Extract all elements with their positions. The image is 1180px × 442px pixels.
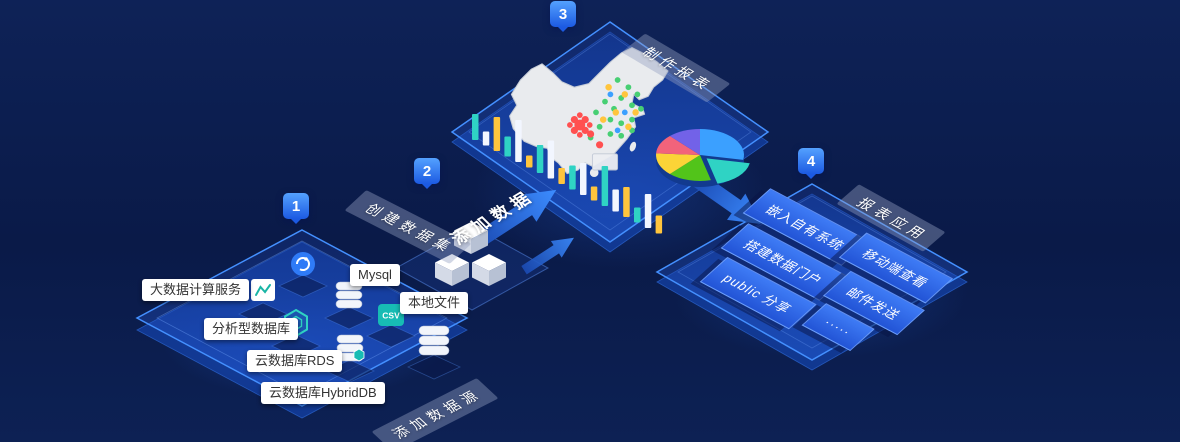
cube: [435, 254, 469, 286]
pie-slice: [656, 136, 700, 155]
flow-arrow-2-3: [471, 189, 557, 249]
dataset-cubes: [435, 222, 506, 286]
datasource-label: 云数据库RDS: [247, 350, 343, 372]
map-data-point: [587, 130, 595, 138]
mysql-database-icon: [324, 281, 374, 330]
bar-strip-chart: [472, 114, 663, 234]
pie-slice: [669, 129, 700, 155]
map-data-point: [607, 91, 614, 98]
datasource-label: 云数据库HybridDB: [261, 382, 385, 404]
map-data-point: [586, 122, 593, 128]
hybriddb-database-icon: [407, 325, 461, 380]
datasource-label: 本地文件: [400, 292, 469, 314]
step-4-badge: 4: [798, 148, 824, 174]
bar: [601, 166, 609, 206]
map-data-point: [570, 126, 578, 134]
map-data-point: [629, 102, 635, 109]
map-data-point: [602, 98, 608, 105]
map-data-point: [593, 109, 599, 116]
map-data-point: [605, 83, 612, 91]
map-data-point: [614, 77, 621, 83]
csv-file-icon: CSV: [366, 304, 416, 348]
bar: [547, 140, 555, 179]
step-3-badge: 3: [550, 1, 576, 27]
bar: [580, 163, 587, 195]
bar: [590, 186, 598, 201]
bar: [482, 131, 490, 146]
map-data-point: [621, 91, 629, 98]
bar: [515, 120, 522, 162]
map-data-point: [614, 127, 621, 134]
flow-arrow-2-3-small: [521, 237, 574, 275]
map-data-point: [621, 109, 628, 116]
bar: [634, 207, 641, 223]
map-data-point: [596, 141, 604, 149]
bar: [472, 114, 479, 140]
csv-icon-label: CSV: [382, 311, 400, 321]
map-data-point: [570, 116, 578, 124]
map-data-point: [634, 91, 641, 98]
datasource-label: Mysql: [350, 264, 400, 286]
bar: [558, 168, 565, 184]
bar: [623, 187, 630, 217]
map-data-point: [607, 131, 614, 137]
map-data-points: [567, 77, 644, 149]
map-data-point: [625, 123, 632, 131]
map-data-point: [618, 132, 625, 139]
bar: [655, 215, 663, 234]
step-3-number: 3: [558, 5, 568, 23]
cube: [472, 254, 506, 286]
maxcompute-icon: [278, 252, 328, 298]
map-data-point: [625, 84, 632, 91]
map-data-point: [576, 132, 583, 138]
bar: [612, 189, 619, 212]
bar: [504, 136, 511, 157]
taiwan-island: [629, 141, 637, 152]
hainan-island: [589, 168, 599, 178]
bar: [569, 165, 576, 190]
pie-slice: [656, 153, 700, 174]
bar: [493, 117, 501, 151]
map-data-point: [596, 123, 603, 130]
map-data-point: [581, 126, 589, 134]
pie-chart: [656, 129, 750, 187]
map-data-point: [612, 109, 620, 116]
map-data-point: [574, 119, 586, 131]
map-data-point: [638, 105, 644, 112]
step-2-badge: 2: [414, 158, 440, 184]
map-data-point: [632, 109, 639, 116]
step-1-number: 1: [291, 197, 301, 215]
map-data-point: [629, 116, 635, 123]
map-data-point: [576, 112, 583, 118]
pie-slice: [669, 155, 711, 181]
step-4-number: 4: [806, 152, 816, 170]
bar: [536, 145, 544, 173]
bar: [526, 155, 533, 168]
map-data-point: [607, 116, 614, 123]
pie-slice: [706, 158, 750, 184]
map-data-point: [618, 120, 625, 127]
step-1-badge: 1: [283, 193, 309, 219]
map-data-point: [581, 116, 589, 124]
step-2-number: 2: [422, 162, 432, 180]
map-data-point: [599, 116, 607, 123]
pie-slice: [700, 129, 744, 160]
bar: [644, 194, 652, 228]
datasource-label: 分析型数据库: [204, 318, 299, 340]
map-data-point: [567, 122, 573, 128]
cube: [454, 222, 488, 254]
datasource-label: 大数据计算服务: [142, 279, 250, 301]
